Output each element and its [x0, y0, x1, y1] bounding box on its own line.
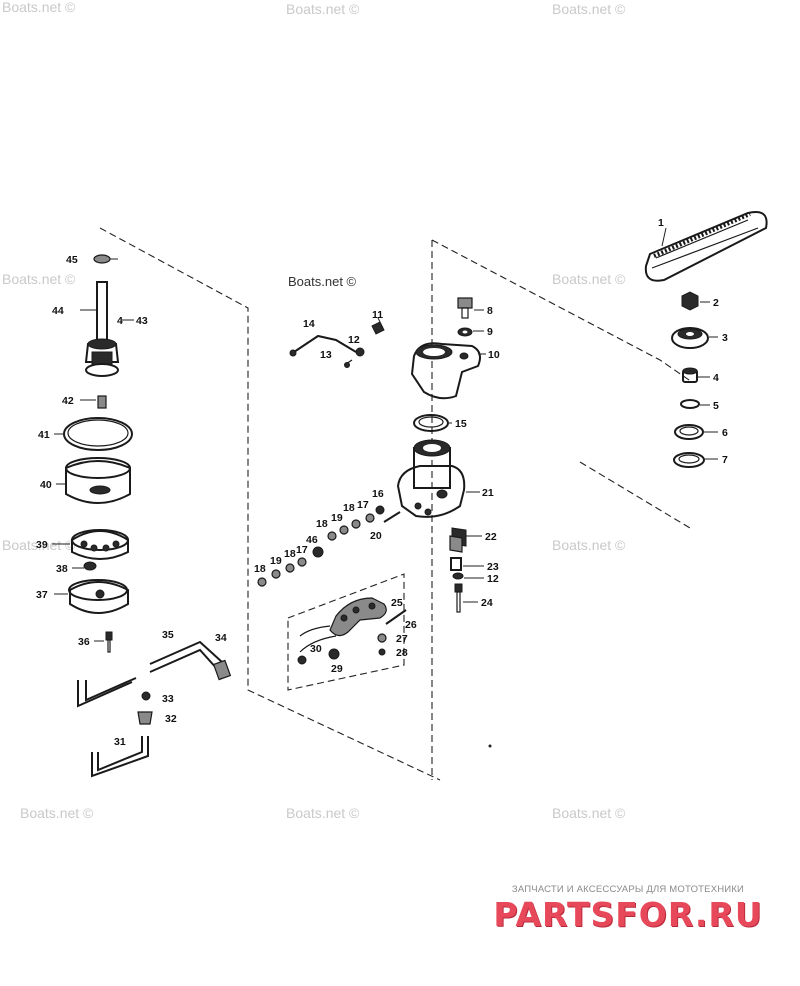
watermark: Boats.net ©	[552, 805, 626, 821]
part-number-41: 41	[38, 429, 50, 441]
part-number-19b: 19	[270, 555, 282, 567]
part-number-18d: 18	[254, 563, 266, 575]
part-number-6: 6	[722, 427, 728, 439]
part-number-28: 28	[396, 647, 408, 659]
part-number-16: 16	[372, 488, 384, 500]
part-number-40: 40	[40, 479, 52, 491]
part-number-2: 2	[713, 297, 719, 309]
part-number-12b: 12	[487, 573, 499, 585]
belt-assembly	[644, 211, 768, 468]
part-number-21: 21	[482, 487, 494, 499]
part-number-4: 4	[713, 372, 719, 384]
part-number-4b: 4	[117, 315, 123, 327]
part-number-17: 17	[357, 499, 369, 511]
part-number-17b: 17	[296, 544, 308, 556]
part-number-38: 38	[56, 563, 68, 575]
part-number-44: 44	[52, 305, 64, 317]
watermark-dark: Boats.net ©	[288, 274, 357, 289]
watermark: Boats.net ©	[286, 1, 360, 17]
part-number-15: 15	[455, 418, 467, 430]
part-number-25: 25	[391, 597, 403, 609]
part-number-13: 13	[320, 349, 332, 361]
part-number-27: 27	[396, 633, 408, 645]
part-number-26: 26	[405, 619, 417, 631]
part-number-32: 32	[165, 713, 177, 725]
part-number-5: 5	[713, 400, 719, 412]
watermark-layer: Boats.net © Boats.net © Boats.net © Boat…	[2, 0, 626, 821]
part-number-3: 3	[722, 332, 728, 344]
part-number-8: 8	[487, 305, 493, 317]
part-number-23: 23	[487, 561, 499, 573]
store-banner[interactable]: ЗАПЧАСТИ И АКСЕССУАРЫ ДЛЯ МОТОТЕХНИКИ PA…	[478, 884, 778, 935]
watermark: Boats.net ©	[552, 1, 626, 17]
watermark: Boats.net ©	[2, 0, 76, 15]
center-assembly	[257, 297, 481, 665]
part-number-14: 14	[303, 318, 315, 330]
part-number-31: 31	[114, 736, 126, 748]
part-number-1: 1	[658, 217, 664, 229]
part-number-10: 10	[488, 349, 500, 361]
part-number-46: 46	[306, 534, 318, 546]
assembly-frames	[99, 227, 693, 781]
part-number-42: 42	[62, 395, 74, 407]
part-number-30: 30	[310, 643, 322, 655]
watermark: Boats.net ©	[552, 271, 626, 287]
part-number-7: 7	[722, 454, 728, 466]
part-number-20: 20	[370, 530, 382, 542]
part-number-24: 24	[481, 597, 493, 609]
part-number-22: 22	[485, 531, 497, 543]
part-number-43: 43	[136, 315, 148, 327]
part-number-45: 45	[66, 254, 78, 266]
callout-numbers: 1 2 3 4 5 6 7 8 9 10 11 12 13 14 15 16 1…	[36, 217, 728, 748]
watermark: Boats.net ©	[552, 537, 626, 553]
part-number-33: 33	[162, 693, 174, 705]
part-number-19: 19	[331, 512, 343, 524]
part-number-29: 29	[331, 663, 343, 675]
watermark: Boats.net ©	[2, 271, 76, 287]
part-number-35: 35	[162, 629, 174, 641]
part-number-18: 18	[343, 502, 355, 514]
part-number-12: 12	[348, 334, 360, 346]
left-assembly	[63, 254, 232, 778]
part-number-37: 37	[36, 589, 48, 601]
banner-tagline: ЗАПЧАСТИ И АКСЕССУАРЫ ДЛЯ МОТОТЕХНИКИ	[511, 884, 745, 895]
part-number-18b: 18	[316, 518, 328, 530]
watermark: Boats.net ©	[286, 805, 360, 821]
part-number-36: 36	[78, 636, 90, 648]
watermark: Boats.net ©	[2, 537, 76, 553]
part-number-9: 9	[487, 326, 493, 338]
store-logo[interactable]: PARTSFOR.RU	[493, 895, 763, 934]
part-number-34: 34	[215, 632, 227, 644]
part-number-18c: 18	[284, 548, 296, 560]
part-number-11: 11	[372, 309, 383, 321]
callout-leaders	[52, 227, 718, 642]
watermark: Boats.net ©	[20, 805, 94, 821]
part-number-39: 39	[36, 539, 48, 551]
